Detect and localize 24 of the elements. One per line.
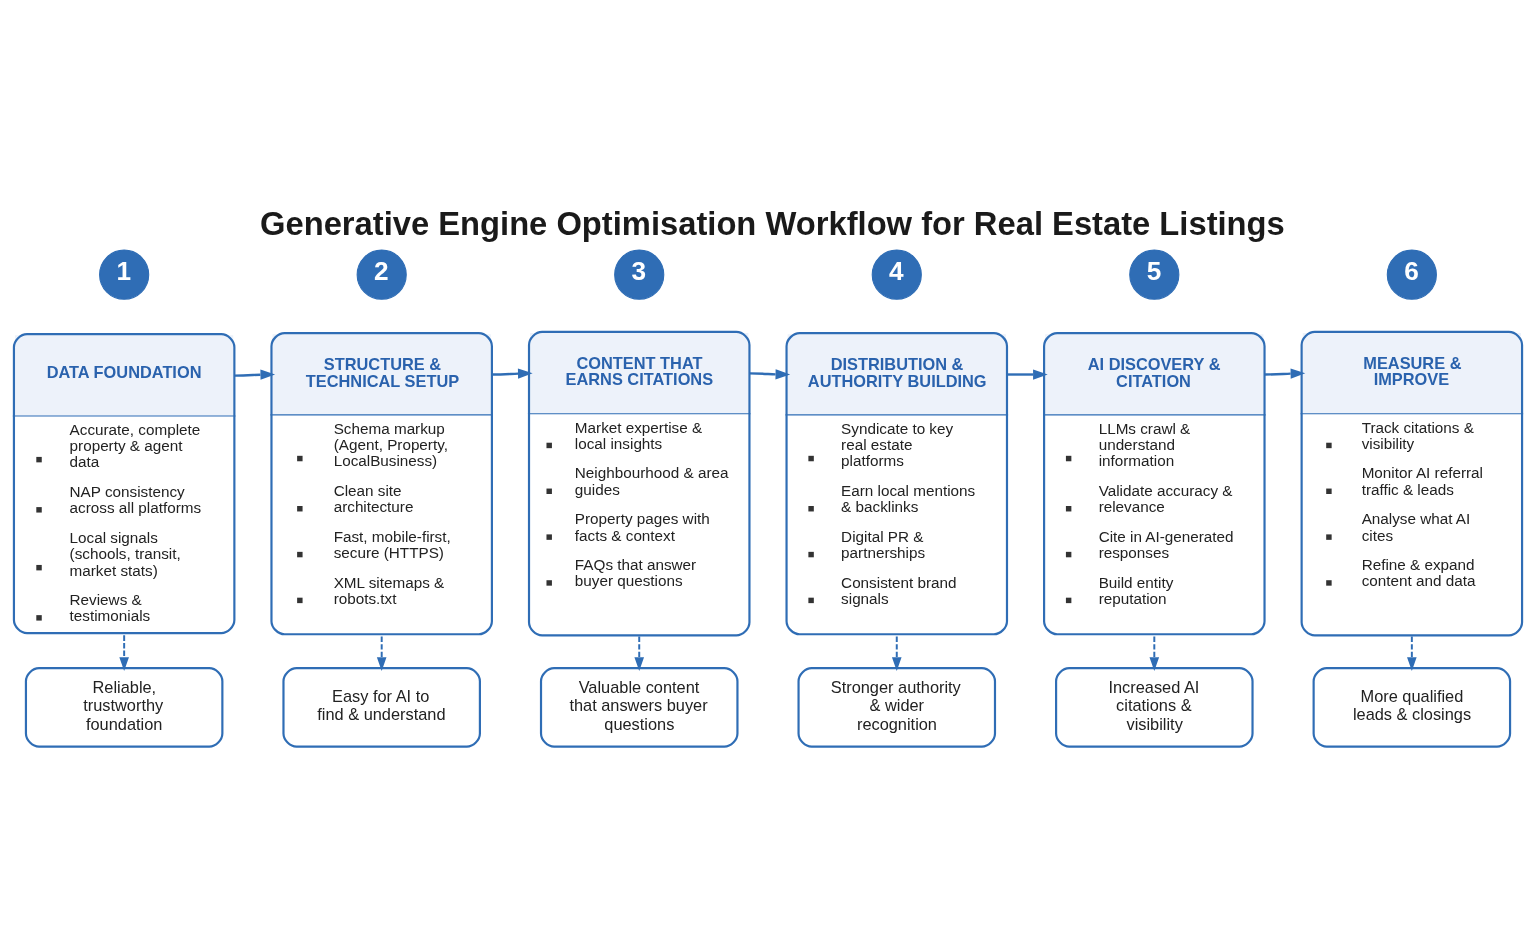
node-box: Reliable, trustworthy foundation (24, 666, 224, 748)
node-circle: 2 (356, 249, 407, 300)
node-circle: 4 (871, 249, 922, 300)
arrow (1264, 368, 1306, 379)
node-circle: 3 (614, 249, 665, 300)
diagram-title: Generative Engine Optimisation Workflow for Real Estate Listings (260, 204, 1285, 242)
node-box: More qualified leads & closings (1312, 666, 1512, 748)
arrow (891, 635, 902, 672)
node-circle: 6 (1386, 249, 1437, 300)
node-circle: 5 (1129, 249, 1180, 300)
node-box: Easy for AI to find & understand (282, 666, 481, 748)
arrow (376, 635, 387, 672)
arrow (491, 368, 533, 379)
arrow (234, 369, 276, 380)
node-box: Valuable content that answers buyer questions (539, 666, 739, 748)
arrow (634, 635, 645, 672)
node-box: Increased AI citations & visibility (1055, 666, 1254, 748)
node-box: Stronger authority & wider recognition (797, 666, 997, 748)
node-circle: 1 (99, 249, 150, 300)
arrow (749, 369, 791, 380)
arrow (1407, 635, 1417, 672)
arrow (1007, 369, 1048, 380)
arrow (1149, 635, 1160, 672)
arrow (119, 634, 129, 672)
